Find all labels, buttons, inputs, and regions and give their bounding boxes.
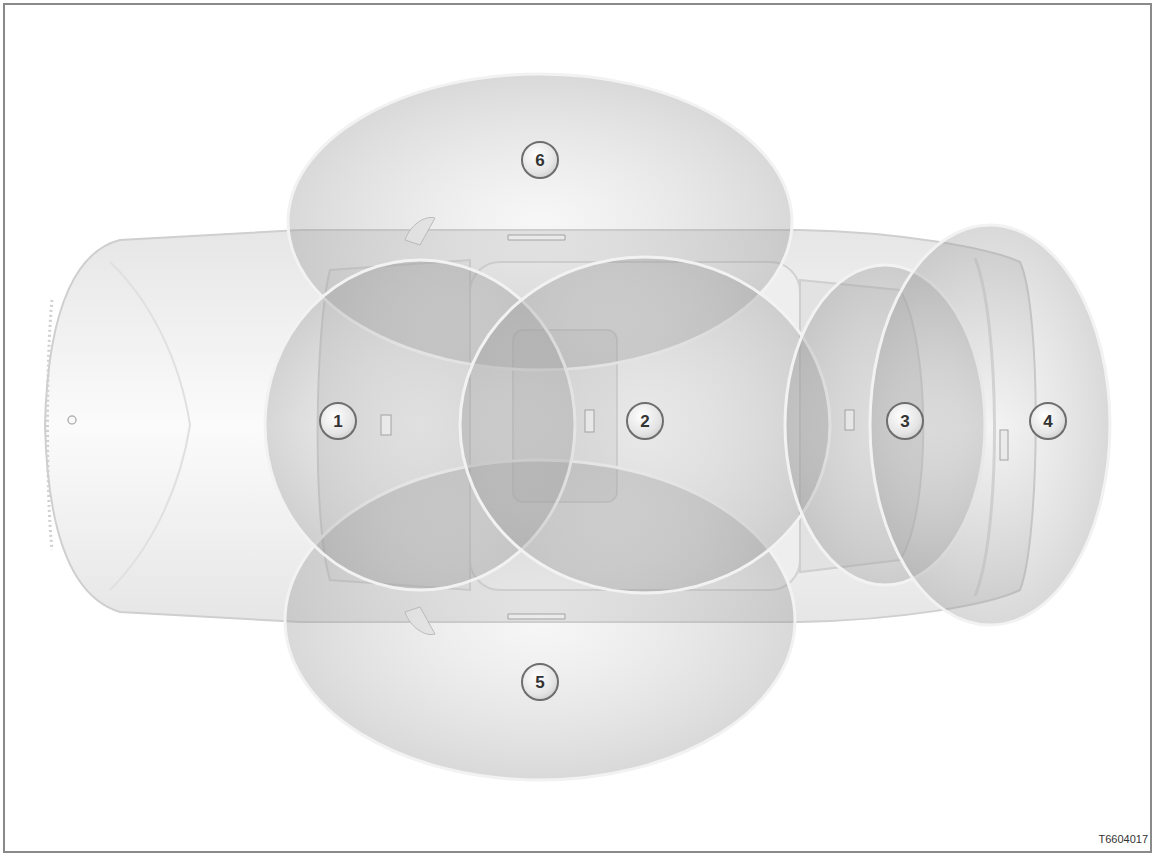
callout-number: 5 (535, 674, 544, 691)
callout-badge: 1 (319, 402, 357, 440)
figure-code: T6604017 (1098, 834, 1148, 845)
callout-number: 4 (1043, 413, 1052, 430)
callout-badge: 5 (521, 663, 559, 701)
callout-number: 1 (333, 413, 342, 430)
callout-badge: 3 (886, 402, 924, 440)
callout-badge: 4 (1029, 402, 1067, 440)
callout-number: 2 (640, 413, 649, 430)
callout-badge: 6 (521, 141, 559, 179)
callout-number: 6 (535, 152, 544, 169)
callout-number: 3 (900, 413, 909, 430)
callout-badge: 2 (626, 402, 664, 440)
